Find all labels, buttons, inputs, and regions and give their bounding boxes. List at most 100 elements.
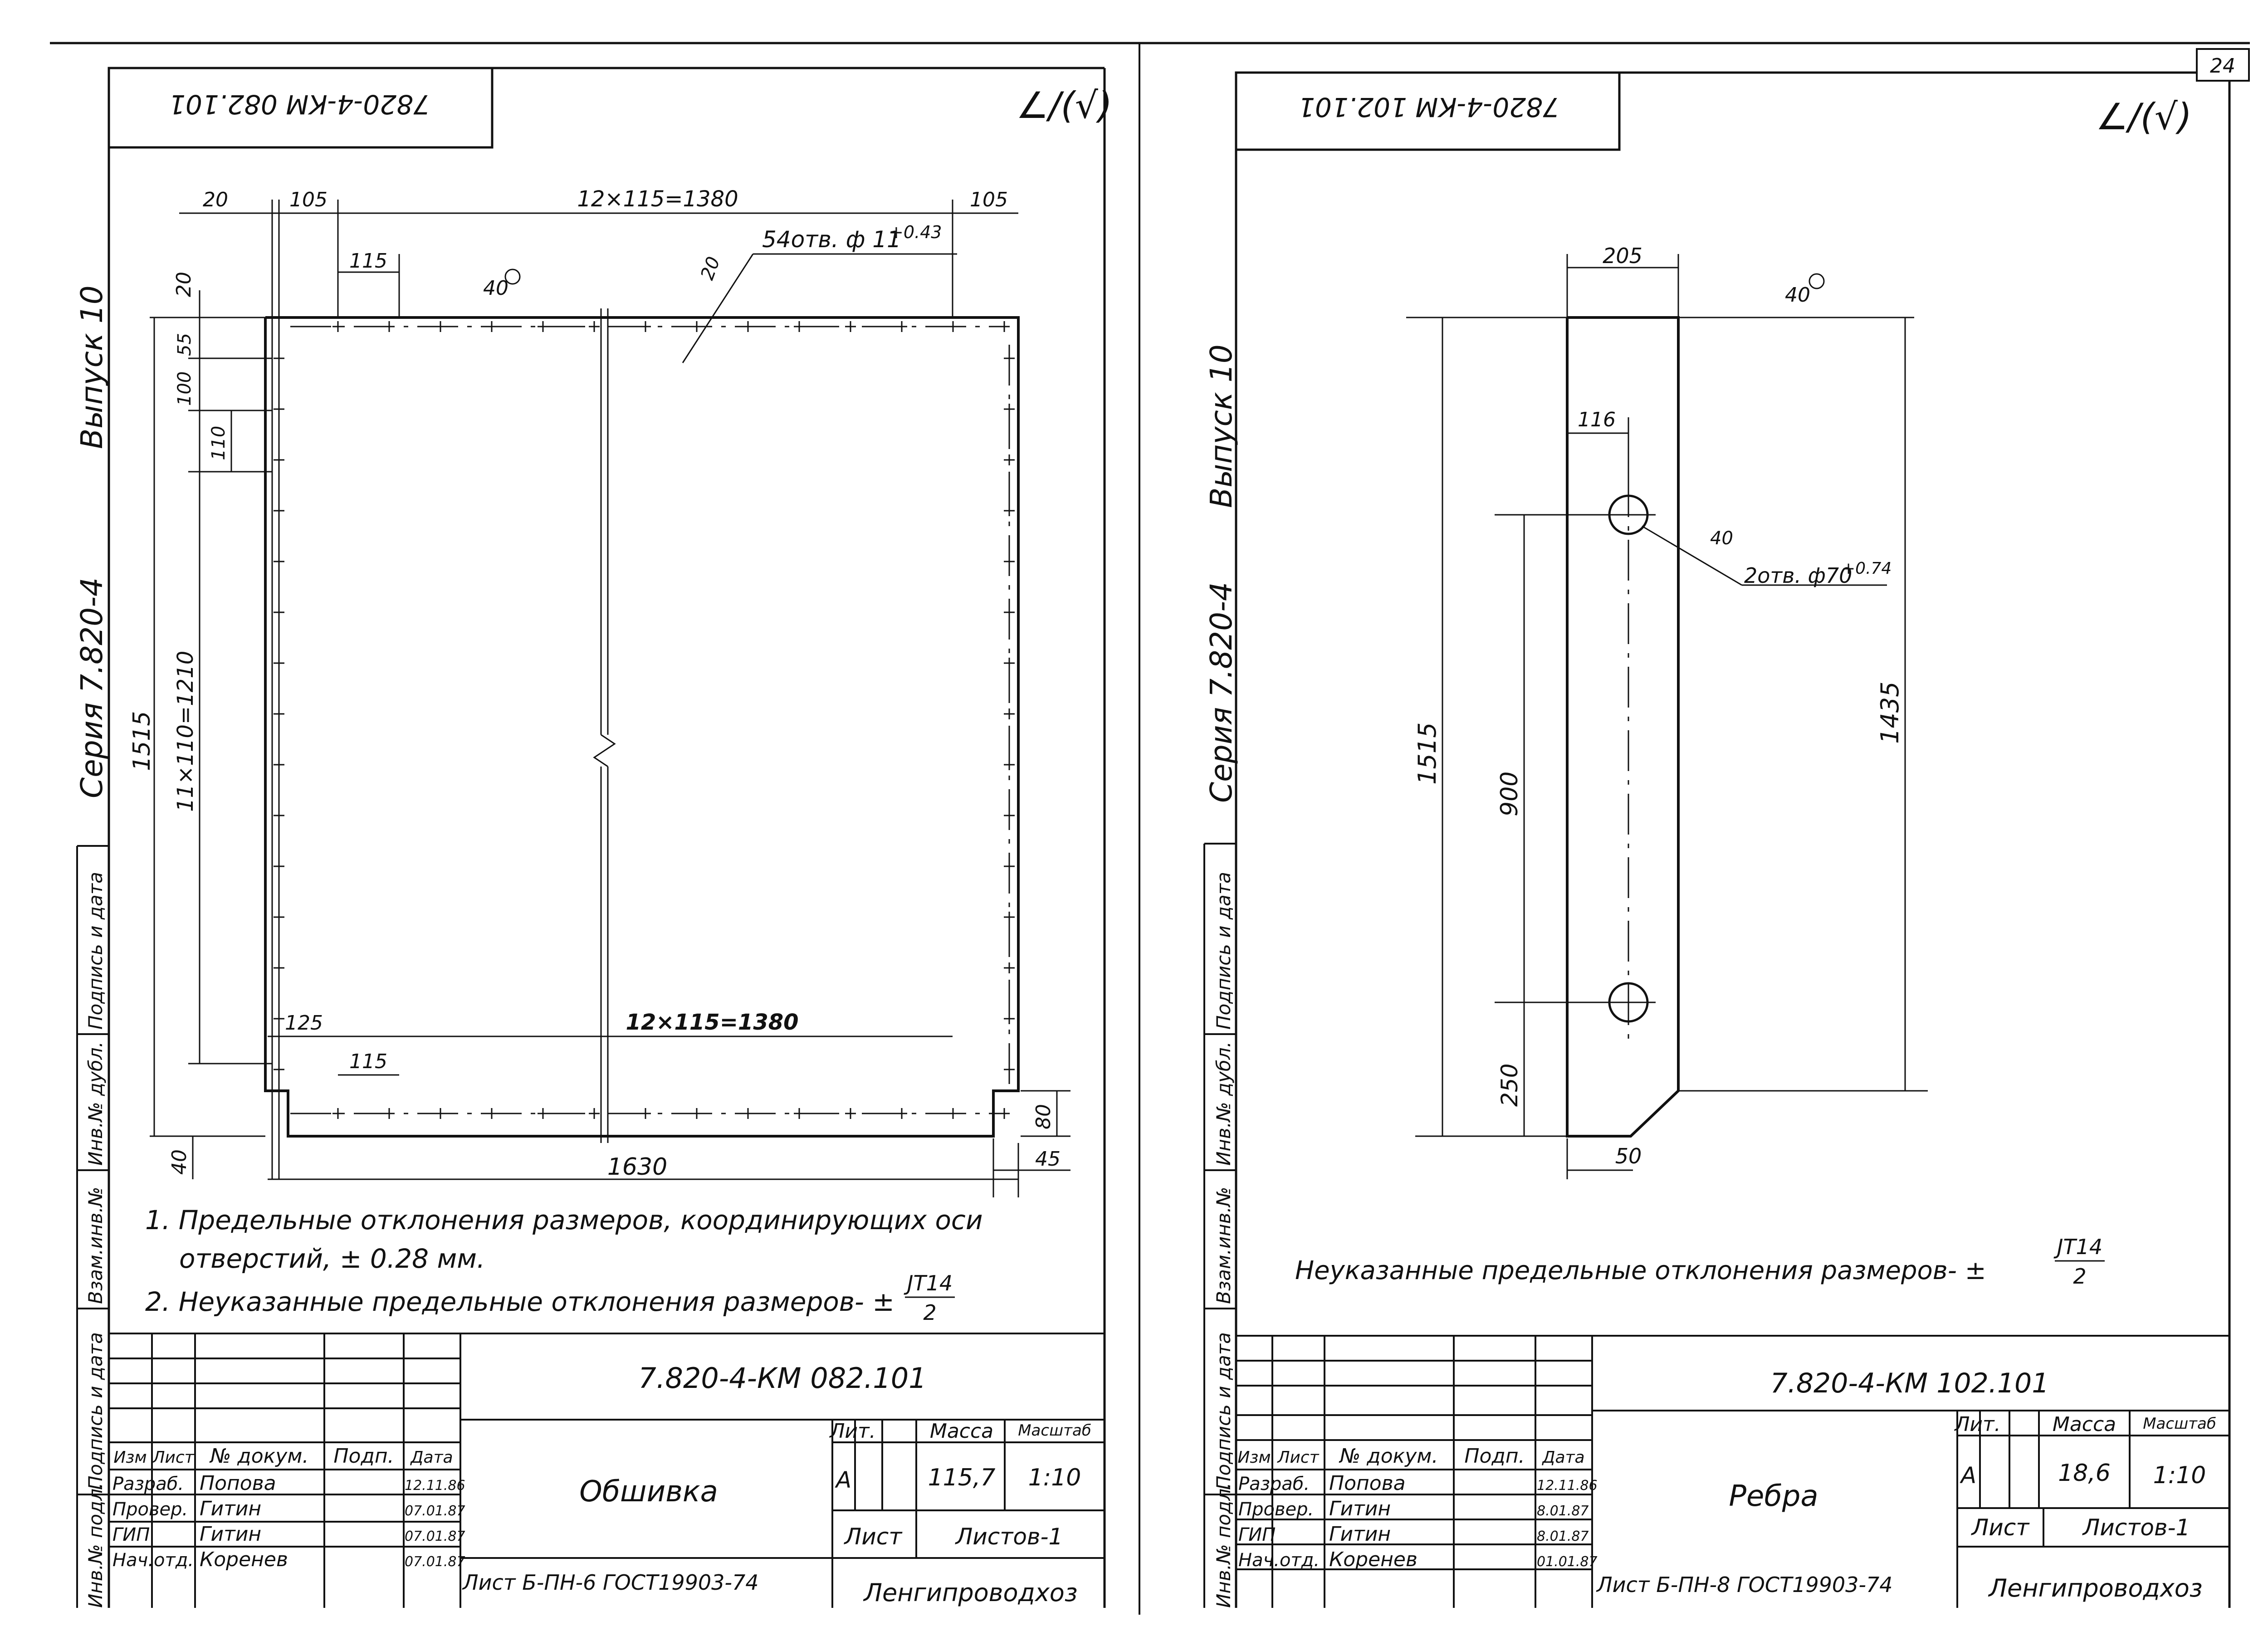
right-side-inv-dubl: Инв.№ дубл. bbox=[1212, 1041, 1235, 1166]
hole-cross bbox=[274, 1013, 284, 1024]
hole-cross bbox=[1004, 658, 1015, 669]
left-weld-40: 40 bbox=[483, 277, 508, 300]
left-side-vzam: Взам.инв.№ bbox=[84, 1187, 107, 1304]
hole-cross bbox=[435, 321, 446, 332]
right-dim-1515: 1515 bbox=[1413, 723, 1442, 785]
hole-cross bbox=[274, 658, 284, 669]
sign-row-name: Гитин bbox=[200, 1497, 261, 1520]
right-dim-1435: 1435 bbox=[1876, 682, 1904, 744]
left-top-stamp bbox=[108, 67, 494, 149]
hole-cross bbox=[274, 353, 284, 364]
hole-cross bbox=[274, 912, 284, 923]
right-sheet: 7820-4-КМ 102.101 ∠/(√) Выпуск 10 Серия … bbox=[1203, 71, 2231, 1608]
hole-cross bbox=[274, 1064, 284, 1075]
hole-cross bbox=[999, 1108, 1010, 1119]
hole-cross bbox=[845, 1108, 856, 1119]
right-material: Лист Б-ПН-8 ГОСТ19903-74 bbox=[1596, 1573, 1893, 1597]
left-side-seriya: Серия 7.820-4 bbox=[74, 577, 109, 798]
left-dim-115-bottom: 115 bbox=[349, 1050, 387, 1073]
hole-cross bbox=[1004, 454, 1015, 465]
hole-cross bbox=[640, 321, 651, 332]
right-title-block bbox=[1236, 1335, 2229, 1608]
hole-cross bbox=[589, 1108, 600, 1119]
left-side-vypusk: Выпуск 10 bbox=[74, 285, 109, 449]
left-hdr-doc: № докум. bbox=[209, 1445, 309, 1468]
left-dim-110: 110 bbox=[208, 426, 229, 460]
left-side-sign-date-1: Подпись и дата bbox=[84, 872, 107, 1030]
sign-row-role: ГИП bbox=[1238, 1524, 1276, 1545]
sign-row-name: Гитин bbox=[1329, 1497, 1391, 1520]
left-hdr-list: Лист bbox=[152, 1448, 194, 1467]
hole-cross bbox=[1004, 1064, 1015, 1075]
hole-cross bbox=[743, 321, 753, 332]
left-weld-20: 20 bbox=[697, 254, 724, 283]
left-dim-125: 125 bbox=[285, 1011, 323, 1035]
right-note: Неуказанные предельные отклонения размер… bbox=[1295, 1256, 1986, 1285]
left-dim-80: 80 bbox=[1032, 1104, 1055, 1129]
hole-cross bbox=[486, 1108, 497, 1119]
rib-outline bbox=[1566, 316, 1680, 1138]
left-block-title: Обшивка bbox=[579, 1475, 718, 1509]
sign-row-name: Попова bbox=[200, 1472, 276, 1495]
sign-row-name: Гитин bbox=[200, 1523, 261, 1546]
sign-row-name: Коренев bbox=[1329, 1548, 1418, 1571]
sign-row-date: 8.01.87 bbox=[1537, 1503, 1589, 1519]
left-org: Ленгипроводхоз bbox=[863, 1578, 1077, 1607]
hole-cross bbox=[691, 1108, 702, 1119]
left-title-block bbox=[109, 1333, 1105, 1608]
left-scale-label: Масштаб bbox=[1018, 1421, 1091, 1440]
right-scale-label: Масштаб bbox=[2143, 1415, 2216, 1433]
right-mass: 18,6 bbox=[2058, 1460, 2111, 1487]
hole-cross bbox=[589, 321, 600, 332]
hole-cross bbox=[274, 454, 284, 465]
left-dim-12x115-bottom: 12×115=1380 bbox=[626, 1010, 798, 1035]
right-dim-116: 116 bbox=[1578, 408, 1616, 431]
left-dim-55: 55 bbox=[174, 333, 195, 356]
hole-cross bbox=[948, 1108, 958, 1119]
hole-cross bbox=[1004, 962, 1015, 973]
left-scale: 1:10 bbox=[1028, 1464, 1081, 1491]
right-hdr-list: Лист bbox=[1276, 1448, 1319, 1467]
sign-row-name: Гитин bbox=[1329, 1523, 1391, 1546]
left-dim-40: 40 bbox=[168, 1149, 191, 1175]
left-lit: А bbox=[835, 1467, 851, 1493]
left-side-sign-date-2: Подпись и дата bbox=[84, 1332, 107, 1490]
sign-row-role: Провер. bbox=[112, 1499, 188, 1520]
hole-cross bbox=[538, 1108, 548, 1119]
sign-row-role: ГИП bbox=[112, 1524, 150, 1545]
right-hdr-podp: Подп. bbox=[1464, 1445, 1525, 1468]
hole-cross bbox=[948, 321, 958, 332]
hole-cross bbox=[743, 1108, 753, 1119]
right-side-vypusk: Выпуск 10 bbox=[1204, 344, 1239, 508]
right-tol-num: JT14 bbox=[2053, 1235, 2102, 1259]
right-block-title: Ребра bbox=[1729, 1480, 1818, 1513]
hole-cross bbox=[794, 321, 805, 332]
right-sheet-label: Лист bbox=[1971, 1514, 2030, 1541]
right-scale: 1:10 bbox=[2153, 1462, 2206, 1489]
left-sheets-label: Листов-1 bbox=[955, 1524, 1063, 1550]
left-dim-1630: 1630 bbox=[607, 1153, 667, 1181]
hole-cross bbox=[1004, 861, 1015, 872]
hole-cross bbox=[332, 1108, 343, 1119]
left-note-1b: отверстий, ± 0.28 мм. bbox=[179, 1243, 485, 1274]
sign-row-date: 07.01.87 bbox=[405, 1554, 465, 1570]
left-hole-crosses bbox=[274, 321, 1015, 1119]
hole-cross bbox=[274, 505, 284, 516]
hole-cross bbox=[1004, 505, 1015, 516]
left-tol-num: JT14 bbox=[904, 1271, 953, 1295]
left-dim-100: 100 bbox=[174, 371, 195, 406]
right-hdr-date: Дата bbox=[1541, 1448, 1584, 1467]
left-dim-45: 45 bbox=[1035, 1148, 1061, 1171]
left-dim-11x110: 11×110=1210 bbox=[173, 651, 198, 812]
right-side-vzam: Взам.инв.№ bbox=[1212, 1187, 1235, 1304]
sign-row-role: Разраб. bbox=[1238, 1474, 1310, 1494]
sign-row-role: Провер. bbox=[1238, 1499, 1314, 1520]
right-org: Ленгипроводхоз bbox=[1988, 1574, 2202, 1602]
hole-cross bbox=[274, 861, 284, 872]
sign-row-date: 07.01.87 bbox=[405, 1529, 465, 1544]
left-holes-spec: 54отв. ф 11 bbox=[762, 226, 901, 253]
right-hdr-doc: № докум. bbox=[1339, 1445, 1438, 1468]
left-sheet: 7820-4-КМ 082.101 ∠/(√) Выпуск 10 Серия … bbox=[74, 67, 1112, 1608]
